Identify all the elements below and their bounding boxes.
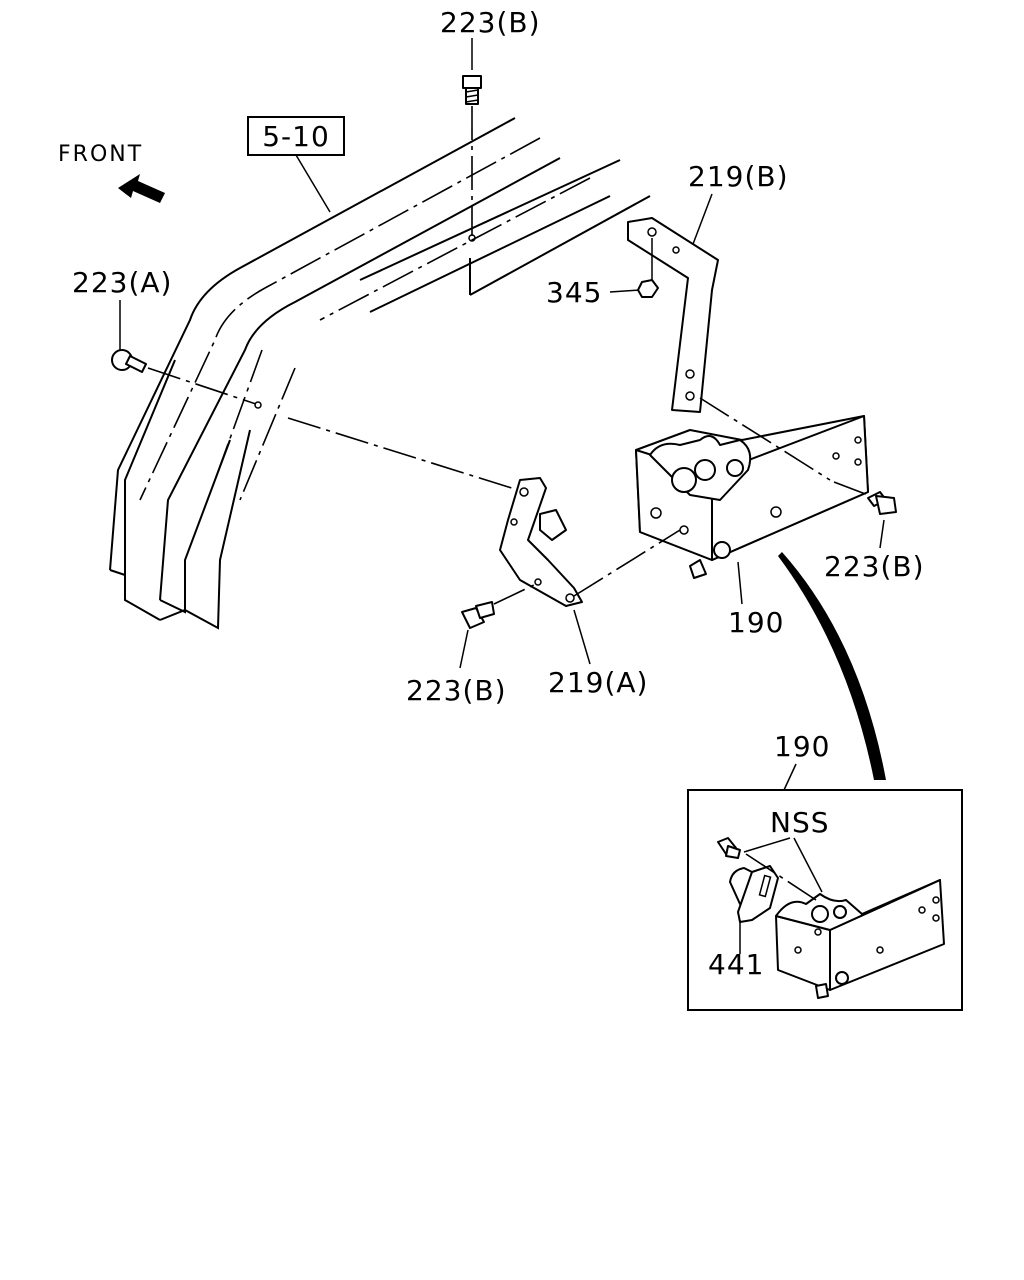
right-bolt-label: 223(B) [824,550,925,583]
detail-part-label: 441 [708,948,764,981]
nut-label: 345 [546,276,602,309]
front-indicator: FRONT [58,142,165,203]
top-bolt-label: 223(B) [440,6,541,39]
bottom-bolt: 223(B) [406,601,507,707]
bracket-219b-label: 219(B) [688,160,789,193]
assembly-label: 190 [728,606,784,639]
right-bolt: 223(B) [824,491,925,583]
main-assembly-190: 190 [635,397,869,639]
front-direction-arrow-icon [118,174,165,203]
bracket-219b: 219(B) [627,160,789,413]
nut-345: 345 [546,276,659,309]
bottom-bolt-label: 223(B) [406,674,507,707]
left-bolt-label: 223(A) [72,266,172,299]
detail-assembly-label: 190 [774,730,830,763]
nss-label: NSS [770,806,830,839]
detail-box: 190 NSS 441 [687,730,963,1011]
left-bolt: 223(A) [72,266,519,491]
front-label: FRONT [58,142,143,167]
reference-box: 5-10 [247,116,345,213]
frame-rail [109,117,651,630]
reference-box-label: 5-10 [262,120,330,153]
detail-callout-arrow [778,552,886,780]
bracket-219a-label: 219(A) [548,666,648,699]
top-bolt: 223(B) [440,6,541,242]
bracket-219a: 219(A) [493,477,681,699]
